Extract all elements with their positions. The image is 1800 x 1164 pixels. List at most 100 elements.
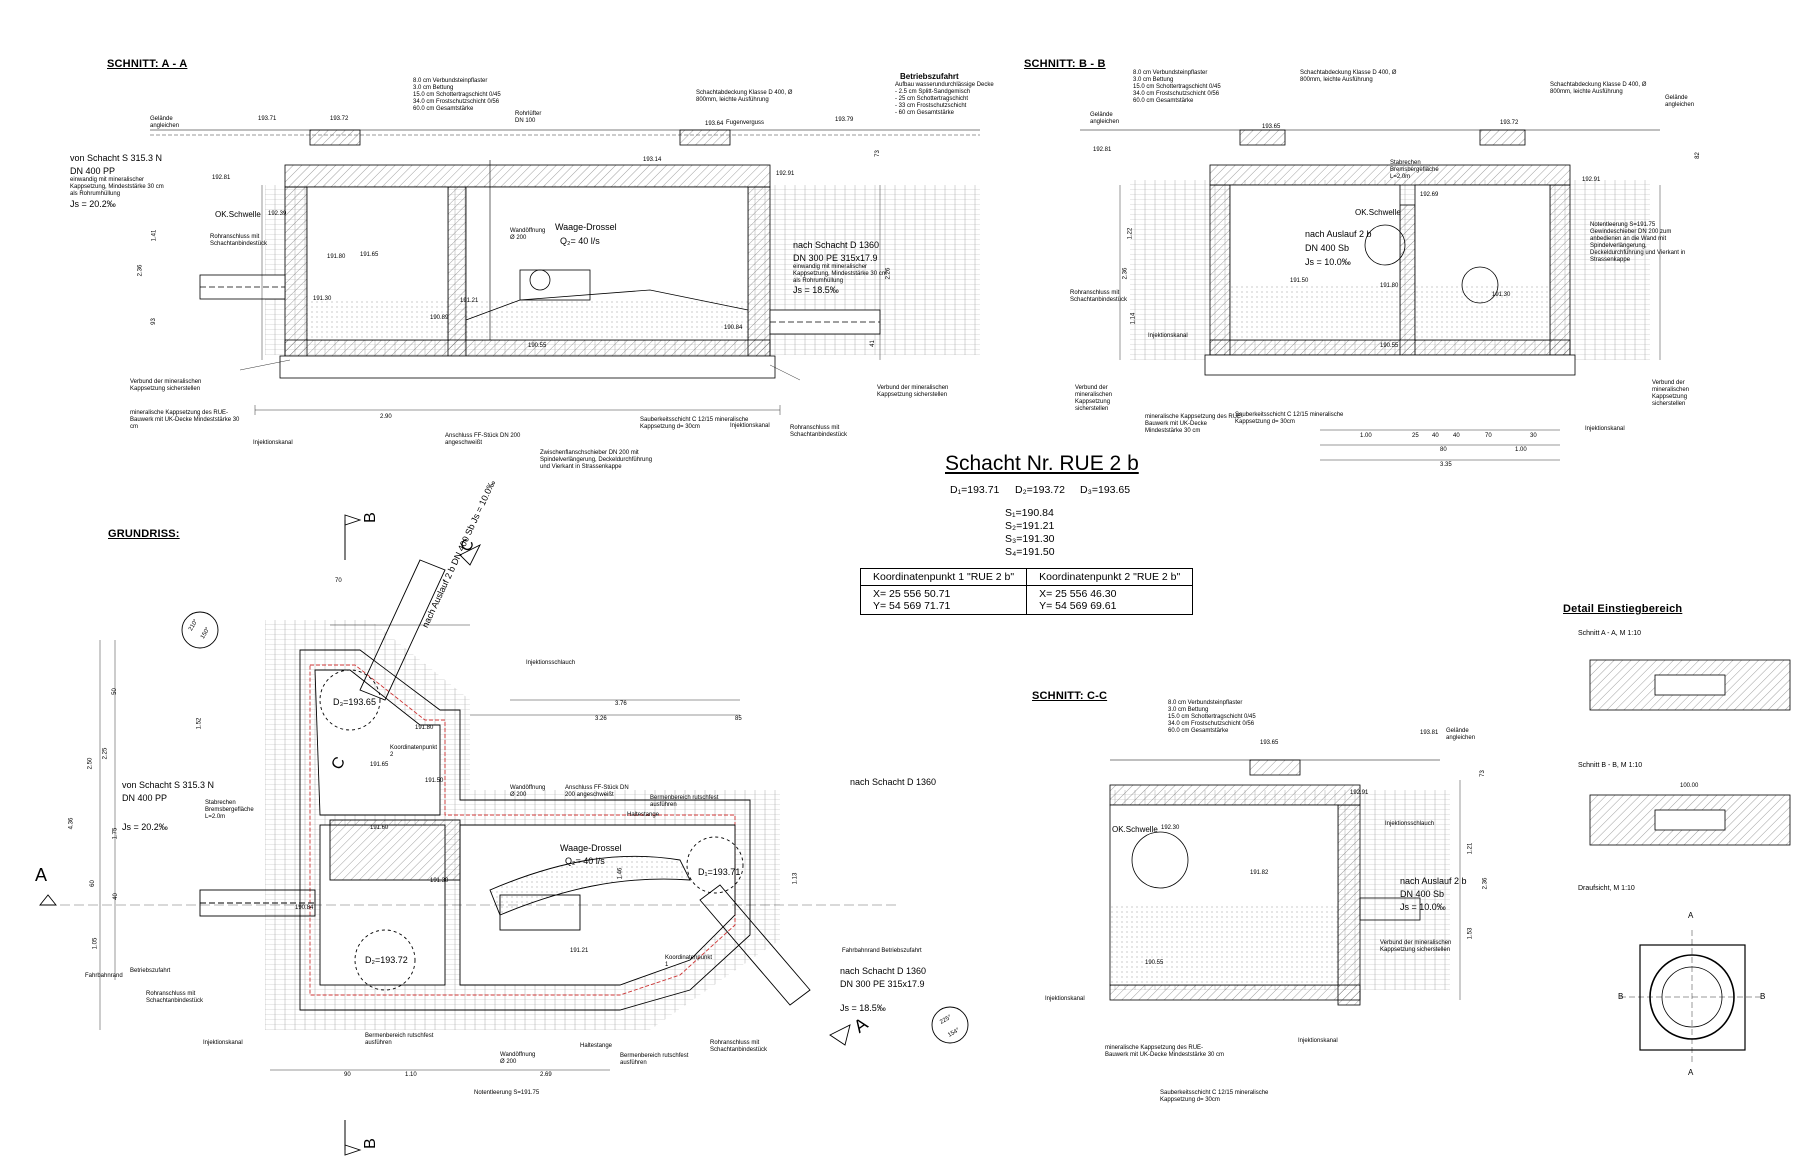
aa-nach-sub-0: einwandig mit mineralischer: [793, 264, 868, 270]
aa-von-schacht: von Schacht S 315.3 N: [70, 153, 163, 163]
bb-injektion-right: Injektionskanal: [1585, 426, 1625, 432]
bb-dim-9: 1.22: [1127, 227, 1134, 240]
gr-dim-12: 1.05: [92, 937, 99, 950]
cc-level-2: 192.91: [1350, 790, 1369, 796]
cc-level-1: 193.81: [1420, 730, 1439, 736]
detail-aa-label: Schnitt A - A, M 1:10: [1578, 630, 1642, 637]
gr-nach1: nach Schacht D 1360: [850, 777, 937, 787]
bb-okschwelle: OK.Schwelle: [1355, 208, 1401, 217]
cc-layer-1: 3.0 cm Bettung: [1168, 707, 1209, 713]
aa-verbund-right: Verbund der mineralischen Kappsetzung si…: [877, 385, 949, 398]
aa-zwischen: Zwischenflanschschieber DN 200 mit Spind…: [540, 450, 653, 470]
aa-wandoeffnung: Wandöffnung Ø 200: [510, 228, 546, 241]
aa-discharge: Q₂= 40 l/s: [560, 236, 600, 246]
cc-dim-0: 1.21: [1467, 842, 1474, 855]
bb-layer-0: 8.0 cm Verbundsteinpflaster: [1133, 70, 1208, 76]
aa-betrieb-sub-0: Aufbau wasserundurchlässige Decke: [895, 82, 994, 88]
aa-dim-3: 93: [150, 318, 157, 325]
bb-dim-8: 3.35: [1440, 462, 1452, 468]
aa-von-sub-0: einwandig mit mineralischer: [70, 177, 145, 183]
bb-level-1: 193.65: [1262, 124, 1281, 130]
bb-abdeckung-right: Schachtabdeckung Klasse D 400, Ø 800mm, …: [1550, 82, 1647, 95]
gr-rohranschluss-2: Rohranschluss mit Schachtanbindestück: [710, 1040, 768, 1053]
gr-dim-7: 2.25: [102, 747, 109, 760]
bb-dim-6: 80: [1440, 447, 1447, 453]
cc-injkanal-2: Injektionskanal: [1298, 1038, 1338, 1044]
coord1-x: X= 25 556 50.71: [873, 588, 951, 600]
aa-sauber: Sauberkeitsschicht C 12/15 mineralische …: [640, 417, 749, 430]
bb-dim-3: 40: [1453, 433, 1460, 439]
coord2-y: Y= 54 569 69.61: [1039, 600, 1117, 612]
gr-haltestange: Haltestange: [627, 812, 660, 818]
d1-level: D₁=193.71: [950, 484, 1000, 496]
aa-nach-schacht: nach Schacht D 1360: [793, 240, 880, 250]
aa-gelaende: Gelände angleichen: [150, 116, 180, 129]
gr-dim-0: 70: [335, 578, 342, 584]
bb-mineral: mineralische Kappsetzung des RUE-Bauwerk…: [1145, 414, 1244, 434]
gr-level-6: 191.60: [370, 825, 389, 831]
bb-level-0: 192.81: [1093, 147, 1112, 153]
bb-level-6: 191.50: [1290, 278, 1309, 284]
gr-injkanal: Injektionskanal: [203, 1040, 243, 1046]
section-cc-title: SCHNITT: C-C: [1032, 690, 1108, 702]
gr-discharge: Q₂= 40 l/s: [565, 856, 605, 866]
aa-level-7: 192.91: [776, 171, 795, 177]
aa-betrieb-sub-2: - 25 cm Schottertragschicht: [895, 96, 969, 102]
aa-js1: Js = 20.2‰: [70, 199, 116, 209]
cc-layer-buildup: 8.0 cm Verbundsteinpflaster 3.0 cm Bettu…: [1168, 700, 1256, 735]
section-bb-title: SCHNITT: B - B: [1024, 58, 1106, 70]
aa-level-d2: 193.72: [330, 116, 349, 122]
coordinate-table: Koordinatenpunkt 1 "RUE 2 b" Koordinaten…: [859, 568, 1194, 615]
gr-dim-16: 1.46: [617, 867, 624, 880]
manhole-title: Schacht Nr. RUE 2 b: [945, 452, 1139, 475]
gr-dim-6: 2.50: [87, 757, 94, 770]
d3-level: D₃=193.65: [1080, 484, 1131, 496]
gr-dim-17: 1.13: [792, 872, 799, 885]
aa-level-10: 191.65: [360, 252, 379, 258]
cc-dim-1: 2.36: [1482, 877, 1489, 890]
gr-d2: D₂=193.72: [365, 955, 408, 965]
cc-js: Js = 10.0‰: [1400, 902, 1446, 912]
aa-dim-4: 73: [874, 150, 881, 157]
aa-layer-buildup: 8.0 cm Verbundsteinpflaster 3.0 cm Bettu…: [413, 78, 501, 113]
aa-level-4: 193.14: [643, 157, 662, 163]
bb-layer-2: 15.0 cm Schottertragschicht 0/45: [1133, 84, 1221, 90]
bb-level-8: 190.55: [1380, 343, 1399, 349]
aa-level-8: 192.39: [268, 211, 287, 217]
gr-level-0: 191.65: [370, 762, 389, 768]
bb-level-3: 192.91: [1582, 177, 1601, 183]
bb-abdeckung-left: Schachtabdeckung Klasse D 400, Ø 800mm, …: [1300, 70, 1397, 83]
section-detail-title: Detail Einstiegbereich: [1563, 603, 1683, 615]
gr-fahrbahn2: Fahrbahnrand Betriebszufahrt: [842, 948, 922, 954]
bb-stabrechen: Stabrechen Bremsbergefläche L=2.0m: [1390, 160, 1439, 180]
gr-injektion: Injektionsschlauch: [526, 660, 576, 666]
cc-level-5: 190.55: [1145, 960, 1164, 966]
aa-betrieb-sub-1: - 2.5 cm Splitt-Sandgemisch: [895, 89, 971, 95]
gr-stabrechen: Stabrechen Bremsbergefläche L=2.0m: [205, 800, 254, 820]
cc-sauber: Sauberkeitsschicht C 12/15 mineralische …: [1160, 1090, 1269, 1103]
gr-level-2: 191.50: [425, 778, 444, 784]
aa-level-12: 190.89: [430, 315, 449, 321]
detail-dim: 100.00: [1680, 783, 1699, 789]
cc-injektion: Injektionsschlauch: [1385, 821, 1435, 827]
section-aa-title: SCHNITT: A - A: [107, 58, 188, 70]
aa-layer-1: 3.0 cm Bettung: [413, 85, 454, 91]
gr-section-a-left: A: [35, 865, 48, 885]
detail-bb-label: Schnitt B - B, M 1:10: [1578, 762, 1643, 769]
gr-section-b-bottom: B: [361, 1138, 379, 1149]
bb-dim-10: 2.36: [1122, 267, 1129, 280]
gr-dim-9: 1.75: [112, 827, 119, 840]
gr-dim-15: 2.69: [540, 1072, 552, 1078]
s2-level: S₂=191.21: [1005, 520, 1055, 532]
bb-dim-4: 70: [1485, 433, 1492, 439]
aa-level-14: 190.84: [724, 325, 743, 331]
aa-nach-sub-2: als Rohrumhüllung: [793, 278, 844, 284]
aa-rohranschluss-right: Rohranschluss mit Schachtanbindestück: [790, 425, 848, 438]
aa-js2: Js = 18.5‰: [793, 285, 839, 295]
bb-dim-5: 30: [1530, 433, 1537, 439]
aa-abdeckung: Schachtabdeckung Klasse D 400, Ø 800mm, …: [696, 90, 793, 103]
cc-layer-3: 34.0 cm Frostschutzschicht 0/56: [1168, 721, 1255, 727]
aa-dim-6: 41: [869, 340, 876, 347]
bb-injektion: Injektionskanal: [1148, 333, 1188, 339]
gr-dim-2: 3.26: [595, 716, 607, 722]
